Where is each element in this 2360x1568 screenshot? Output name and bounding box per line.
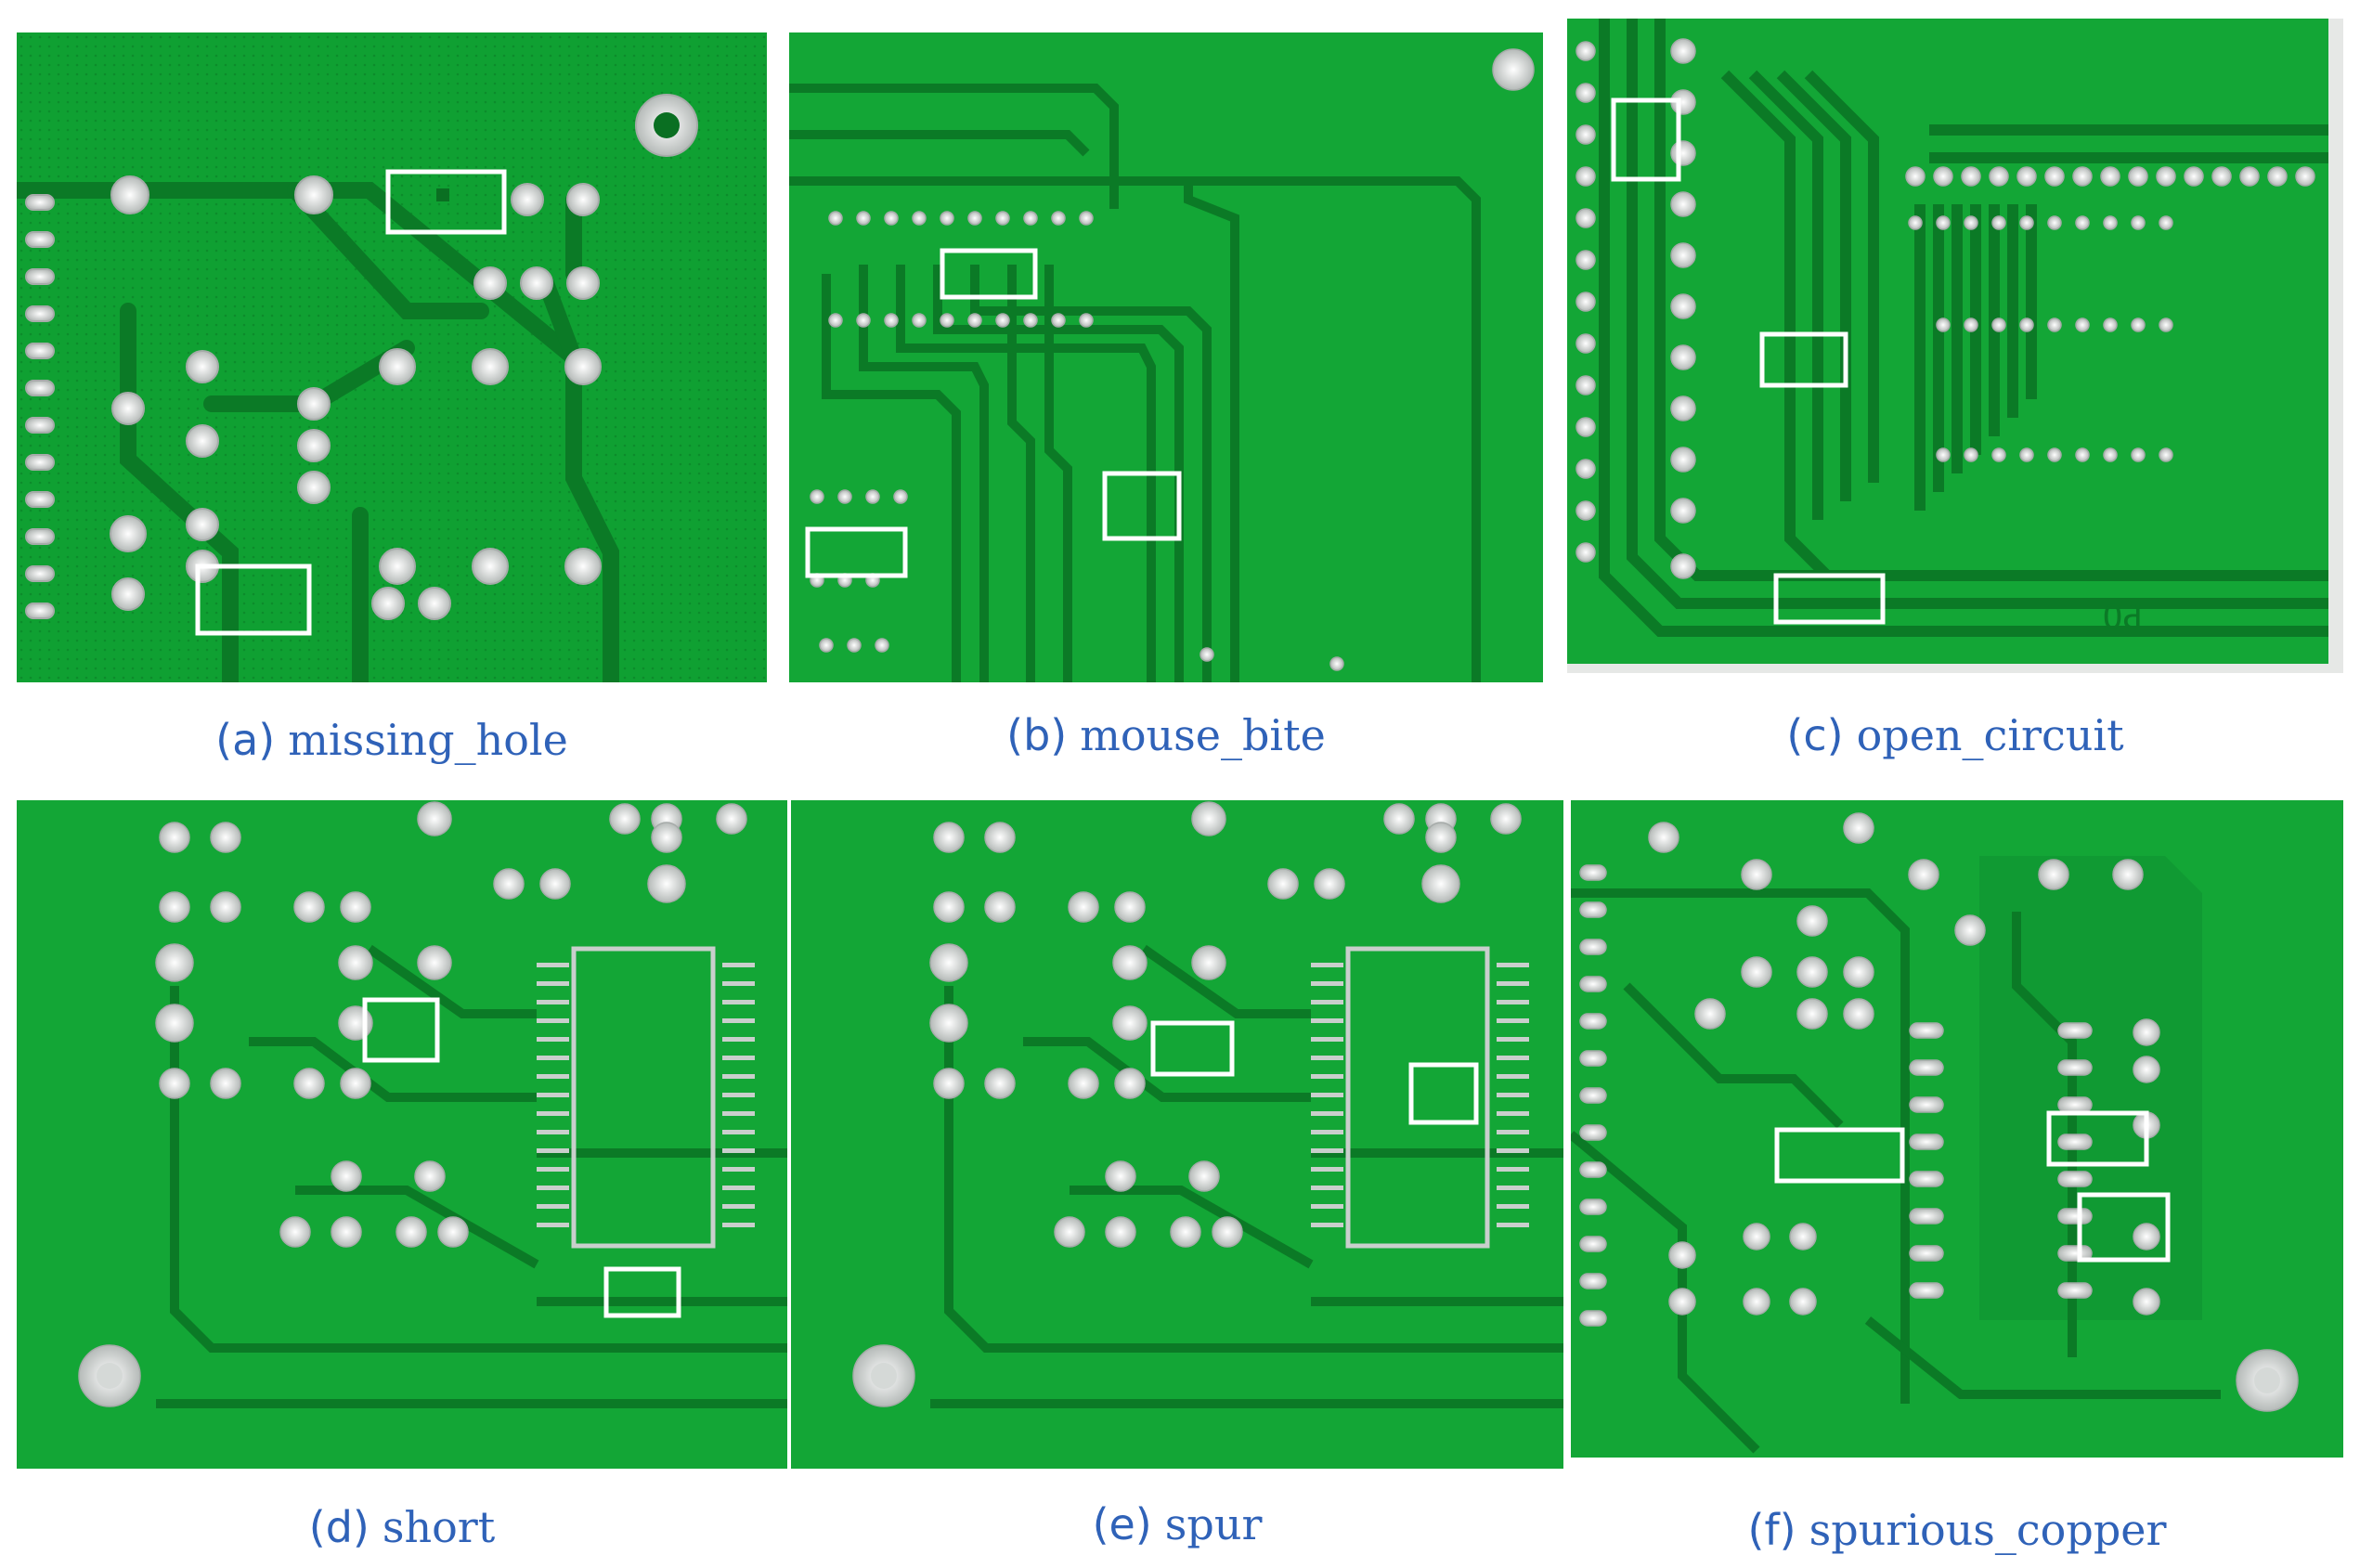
caption-short: (d)short bbox=[17, 1495, 787, 1560]
silkscreen-label: PO bbox=[2103, 596, 2143, 634]
pcb-board-missing-hole bbox=[17, 32, 767, 682]
caption-spurious-copper: (f) spurious_copper bbox=[1571, 1497, 2343, 1562]
defect-marker-boxes bbox=[195, 169, 507, 636]
pcb-board-open-circuit: PO bbox=[1567, 19, 2343, 673]
caption-name: short bbox=[382, 1502, 496, 1552]
caption-mouse-bite: (b)mouse_bite bbox=[789, 703, 1543, 768]
caption-name: spur bbox=[1164, 1499, 1263, 1549]
pcb-image-spur bbox=[791, 800, 1563, 1469]
caption-name: missing_hole bbox=[288, 715, 568, 765]
defect-marker-boxes bbox=[805, 248, 1182, 578]
pcb-board-short bbox=[17, 800, 787, 1469]
defect-marker-boxes bbox=[1150, 1020, 1479, 1125]
caption-missing-hole: (a)missing_hole bbox=[17, 707, 767, 772]
caption-name: mouse_bite bbox=[1080, 710, 1326, 760]
pcb-image-short bbox=[17, 800, 787, 1469]
defect-marker-boxes bbox=[362, 997, 681, 1318]
caption-tag: (a) bbox=[215, 715, 276, 765]
caption-tag: (e) bbox=[1092, 1499, 1152, 1549]
pcb-board-mouse-bite bbox=[789, 32, 1543, 682]
caption-name: spurious_copper bbox=[1809, 1505, 2167, 1555]
pcb-image-mouse-bite bbox=[789, 32, 1543, 682]
caption-tag: (b) bbox=[1006, 710, 1068, 760]
pcb-board-spur bbox=[791, 800, 1563, 1469]
defect-marker-boxes bbox=[1611, 97, 1886, 625]
pcb-board-spurious-copper bbox=[1571, 800, 2343, 1458]
caption-tag: (d) bbox=[308, 1502, 370, 1552]
caption-spur: (e)spur bbox=[791, 1492, 1563, 1557]
pcb-image-spurious-copper bbox=[1571, 800, 2343, 1458]
caption-name: open_circuit bbox=[1856, 710, 2124, 760]
pcb-image-open-circuit: PO bbox=[1567, 19, 2343, 673]
defect-marker-boxes bbox=[1774, 1110, 2171, 1263]
caption-tag: (c) bbox=[1786, 710, 1844, 760]
pcb-image-missing-hole bbox=[17, 32, 767, 682]
caption-tag: (f) bbox=[1747, 1505, 1796, 1555]
caption-open-circuit: (c)open_circuit bbox=[1567, 703, 2343, 768]
